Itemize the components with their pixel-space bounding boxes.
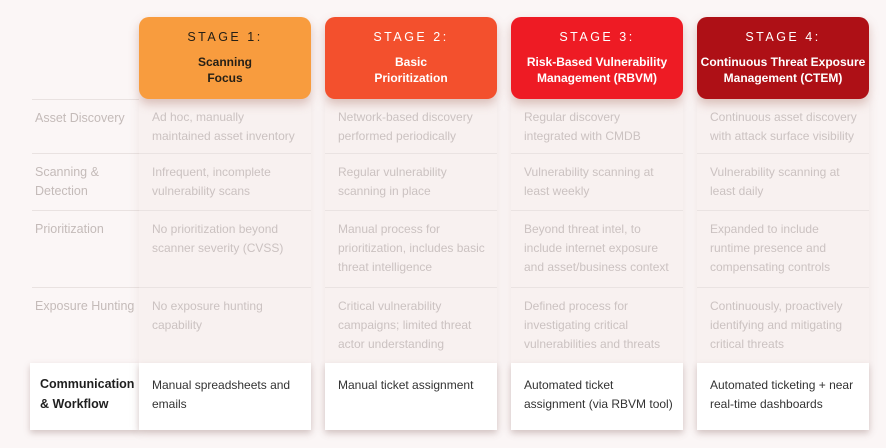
stage-4-subtitle: Continuous Threat Exposure Management (C… <box>701 54 866 86</box>
stage-2-cell-prioritization: Manual process for prioritization, inclu… <box>325 210 497 287</box>
stage-1-cell-prioritization: No prioritization beyond scanner severit… <box>139 210 311 287</box>
row-label-communication-workflow: Communication & Workflow <box>30 363 139 430</box>
stage-4-cell-communication-workflow: Automated ticketing + near real-time das… <box>697 363 869 430</box>
stage-1-subtitle: Scanning Focus <box>198 54 252 86</box>
stage-2-cell-exposure-hunting: Critical vulnerability campaigns; limite… <box>325 287 497 363</box>
stage-3-subtitle-line-2: Management (RBVM) <box>536 71 657 85</box>
stage-4-header: STAGE 4: Continuous Threat Exposure Mana… <box>697 17 869 99</box>
stage-4-body: Continuous asset discovery with attack s… <box>697 99 869 430</box>
stage-2-subtitle-line-1: Basic <box>394 55 428 69</box>
stage-4-cell-asset-discovery: Continuous asset discovery with attack s… <box>710 110 857 143</box>
stage-1-cell-asset-discovery: Ad hoc, manually maintained asset invent… <box>152 110 295 143</box>
stage-2-cell-asset-discovery: Network-based discovery performed period… <box>338 110 473 143</box>
stage-1-title: STAGE 1: <box>187 30 263 44</box>
stage-2-subtitle-line-2: Prioritization <box>374 71 448 85</box>
row-label-exposure-hunting: Exposure Hunting <box>32 287 139 363</box>
stage-3-cell-scanning-detection: Vulnerability scanning at least weekly <box>511 153 683 210</box>
stage-4-cell-prioritization: Expanded to include runtime presence and… <box>697 210 869 287</box>
row-label-prioritization: Prioritization <box>32 210 139 287</box>
row-labels-column: Asset Discovery Scanning & Detection Pri… <box>0 0 139 430</box>
stage-2-cell-communication-workflow: Manual ticket assignment <box>325 363 497 430</box>
row-label-scanning-detection: Scanning & Detection <box>32 153 139 210</box>
header-spacer <box>0 17 139 99</box>
stage-4-cell-exposure-hunting: Continuously, proactively identifying an… <box>697 287 869 363</box>
stage-2-subtitle: Basic Prioritization <box>374 54 447 86</box>
stage-3-cell-exposure-hunting: Defined process for investigating critic… <box>511 287 683 363</box>
stage-3-subtitle: Risk-Based Vulnerability Management (RBV… <box>527 54 667 86</box>
stage-1-cell-communication-workflow: Manual spreadsheets and emails <box>139 363 311 430</box>
stage-3-body: Regular discovery integrated with CMDB V… <box>511 99 683 430</box>
stage-3-column: STAGE 3: Risk-Based Vulnerability Manage… <box>511 17 683 430</box>
stage-1-cell-exposure-hunting: No exposure hunting capability <box>139 287 311 363</box>
stage-3-subtitle-line-1: Risk-Based Vulnerability <box>526 55 668 69</box>
stage-3-cell-prioritization: Beyond threat intel, to include internet… <box>511 210 683 287</box>
stage-2-body: Network-based discovery performed period… <box>325 99 497 430</box>
stage-4-title: STAGE 4: <box>745 30 821 44</box>
stage-2-column: STAGE 2: Basic Prioritization Network-ba… <box>325 17 497 430</box>
stage-3-title: STAGE 3: <box>559 30 635 44</box>
stage-1-subtitle-line-1: Scanning <box>197 55 252 69</box>
stage-1-header: STAGE 1: Scanning Focus <box>139 17 311 99</box>
stage-3-header: STAGE 3: Risk-Based Vulnerability Manage… <box>511 17 683 99</box>
stage-3-cell-communication-workflow: Automated ticket assignment (via RBVM to… <box>511 363 683 430</box>
stage-4-subtitle-line-2: Management (CTEM) <box>723 71 843 85</box>
stage-2-header: STAGE 2: Basic Prioritization <box>325 17 497 99</box>
stage-2-title: STAGE 2: <box>373 30 449 44</box>
row-label-asset-discovery: Asset Discovery <box>32 99 139 153</box>
stage-4-subtitle-line-1: Continuous Threat Exposure <box>700 55 866 69</box>
stage-4-column: STAGE 4: Continuous Threat Exposure Mana… <box>697 17 869 430</box>
stage-1-subtitle-line-2: Focus <box>207 71 243 85</box>
stage-1-column: STAGE 1: Scanning Focus Ad hoc, manually… <box>139 17 311 430</box>
stage-4-cell-scanning-detection: Vulnerability scanning at least daily <box>697 153 869 210</box>
stage-2-cell-scanning-detection: Regular vulnerability scanning in place <box>325 153 497 210</box>
stage-3-cell-asset-discovery: Regular discovery integrated with CMDB <box>524 110 641 143</box>
stage-1-cell-scanning-detection: Infrequent, incomplete vulnerability sca… <box>139 153 311 210</box>
stage-1-body: Ad hoc, manually maintained asset invent… <box>139 99 311 430</box>
